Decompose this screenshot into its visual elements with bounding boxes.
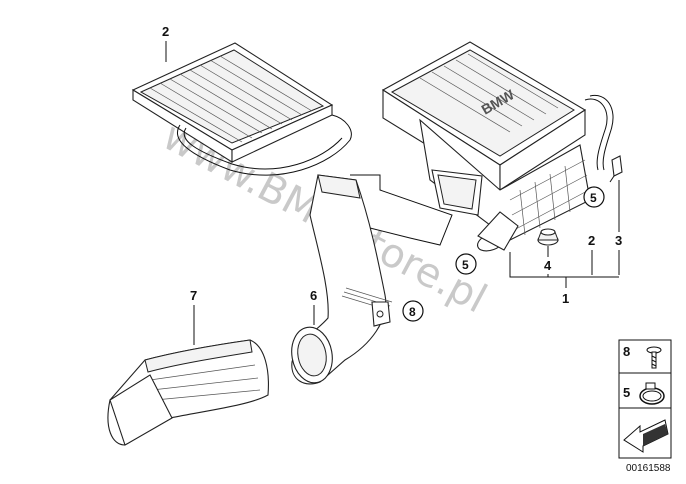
- assembly-bracket: [509, 252, 619, 278]
- intake-duct: [291, 174, 393, 385]
- svg-text:5: 5: [590, 191, 597, 205]
- clip-part: [609, 155, 623, 183]
- legend-item-number: 5: [623, 385, 630, 400]
- legend-item-number: 8: [623, 344, 630, 359]
- callout-grommet: 4: [544, 258, 552, 273]
- circled-callout-clamp-upper: 5: [583, 186, 605, 208]
- callout-filter-element: 2: [162, 24, 169, 39]
- hose-clamp-icon: [639, 382, 665, 405]
- intake-snorkel: [107, 339, 269, 446]
- air-filter-element: [131, 42, 352, 176]
- callout-clip: 3: [615, 233, 622, 248]
- callout-intake-duct: 6: [310, 288, 317, 303]
- connection-line: [350, 174, 453, 246]
- circled-callout-screw: 8: [402, 300, 424, 322]
- air-filter-housing: [381, 41, 614, 252]
- legend-panel: 8 5: [618, 339, 672, 459]
- svg-text:5: 5: [462, 258, 469, 272]
- callout-intake-snorkel: 7: [190, 288, 197, 303]
- catalog-number: 00161588: [626, 463, 671, 474]
- arrow-down-left-icon: [623, 419, 669, 453]
- screw-icon: [646, 346, 662, 369]
- svg-text:8: 8: [409, 305, 416, 319]
- grommet-part: [537, 228, 559, 246]
- callout-hose-right: 2: [588, 233, 595, 248]
- callout-assembly: 1: [562, 291, 569, 306]
- circled-callout-clamp-lower: 5: [455, 253, 477, 275]
